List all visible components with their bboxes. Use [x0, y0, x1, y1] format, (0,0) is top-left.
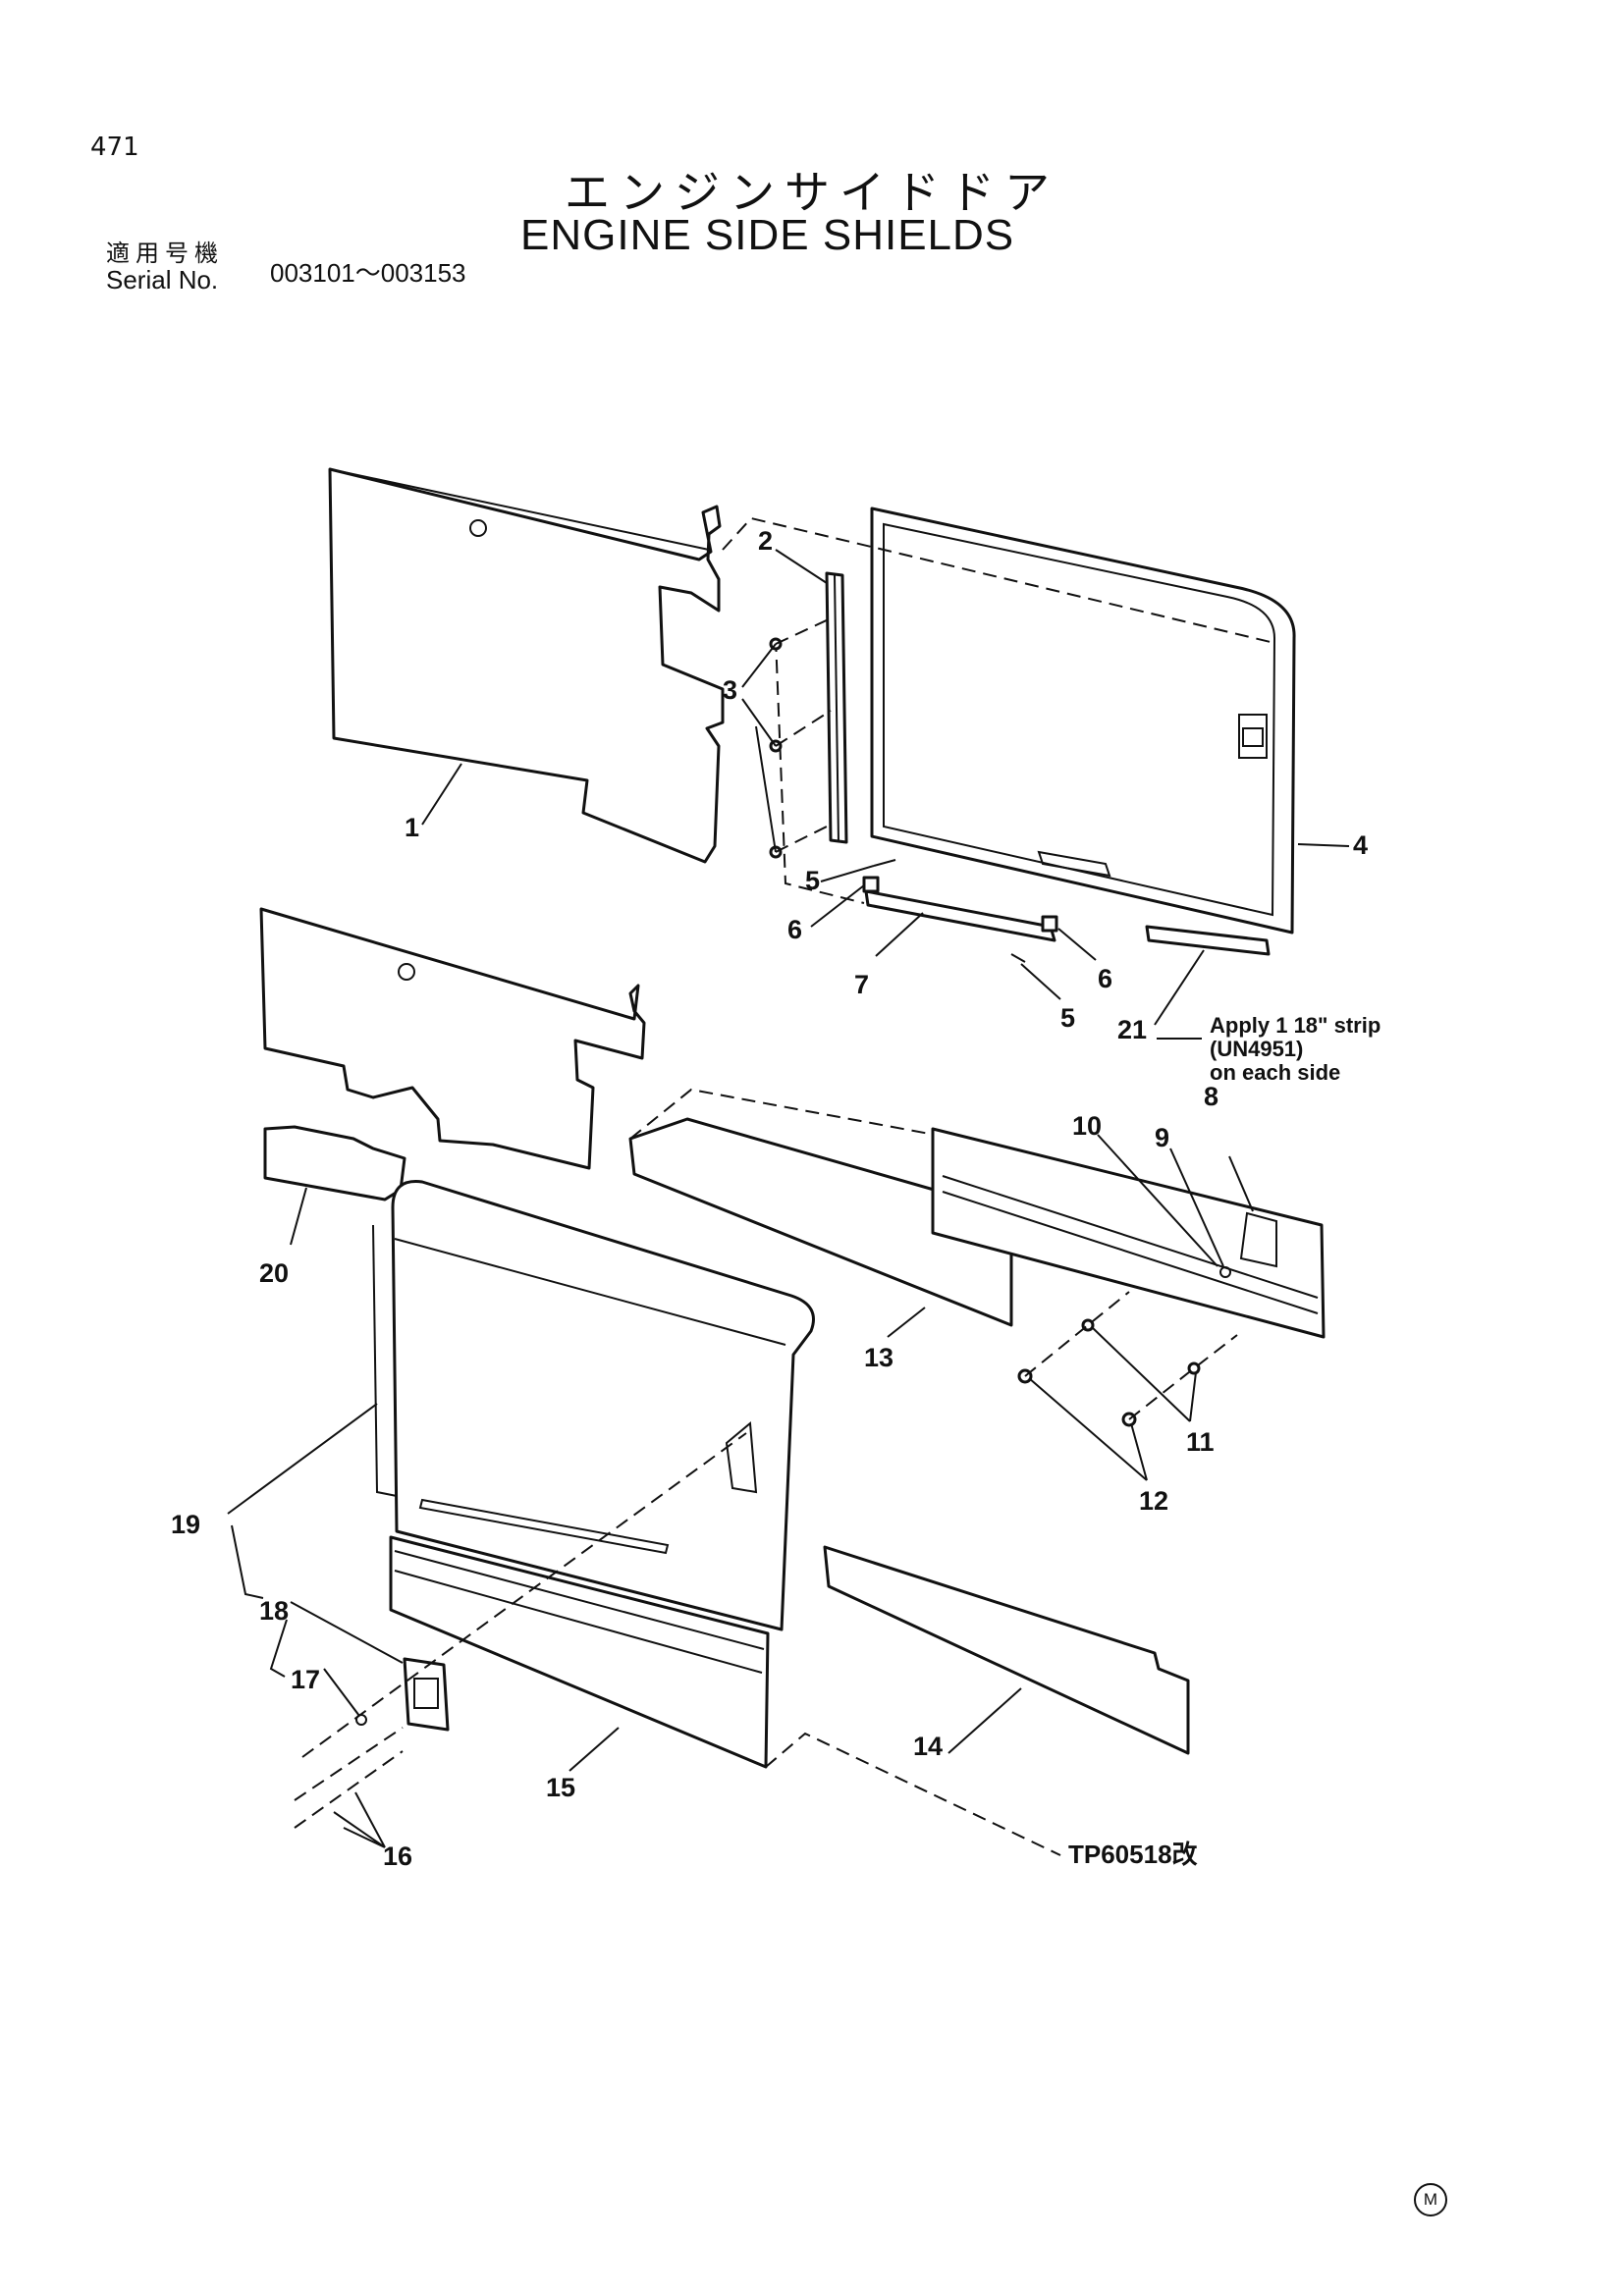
label-part-20: 20 [259, 1258, 289, 1288]
assembly-guide-line-4 [765, 1732, 1061, 1856]
assembly-guide-line-6 [294, 1727, 404, 1829]
label-part-17: 17 [291, 1665, 320, 1694]
label-part-8: 8 [1204, 1082, 1218, 1111]
bolt-guide-line [1024, 1291, 1238, 1420]
label-part-15: 15 [546, 1773, 575, 1802]
note-line-2: (UN4951) [1210, 1037, 1303, 1061]
assembly-guide-line-5 [301, 1432, 747, 1758]
assembly-guide-line-1 [722, 516, 1275, 644]
drawing-number: TP60518改 [1068, 1840, 1198, 1869]
label-part-11: 11 [1186, 1427, 1215, 1457]
leader-lines [227, 549, 1350, 1848]
label-part-7: 7 [854, 970, 869, 999]
serial-label-japanese: 適用号機 [106, 240, 224, 267]
label-part-3: 3 [723, 675, 737, 705]
part-5-pin [1010, 953, 1026, 963]
label-part-14: 14 [913, 1732, 943, 1761]
label-part-19: 19 [171, 1510, 200, 1539]
label-part-6a: 6 [787, 915, 802, 944]
serial-label: Serial No. [106, 265, 219, 294]
label-part-5a: 5 [805, 866, 820, 895]
note-line-3: on each side [1210, 1060, 1340, 1085]
label-part-10: 10 [1072, 1111, 1102, 1141]
title-japanese: エンジンサイドドア [565, 166, 1059, 219]
part-21-strip [1145, 925, 1271, 956]
label-part-13: 13 [864, 1343, 893, 1372]
label-part-6b: 6 [1098, 964, 1112, 993]
label-part-12: 12 [1139, 1486, 1168, 1516]
bolt-guide-line [775, 617, 832, 853]
part-19-lower-door [372, 1180, 815, 1631]
part-7-lower-bar [862, 876, 1058, 942]
label-part-9: 9 [1155, 1123, 1169, 1152]
label-part-21: 21 [1117, 1015, 1147, 1044]
part-18-handle [355, 1657, 450, 1732]
part-2-hinge-strip [825, 571, 848, 844]
part-5-pin [873, 859, 896, 867]
part-1-upper-panel [328, 467, 725, 864]
part-20-insulation-panel [259, 907, 646, 1201]
label-part-4: 4 [1353, 830, 1368, 860]
page-title: ENGINE SIDE SHIELDS [520, 211, 1015, 259]
note-line-1: Apply 1 18" strip [1210, 1013, 1380, 1038]
assembly-guide-line-2 [775, 637, 865, 904]
assembly-guide-line-3 [629, 1088, 936, 1140]
registered-mark: M [1414, 2183, 1447, 2216]
label-part-1: 1 [405, 813, 419, 842]
part-14-insulation [823, 1545, 1190, 1755]
part-4-upper-door [870, 507, 1296, 934]
label-part-5b: 5 [1060, 1003, 1075, 1033]
label-part-16: 16 [383, 1842, 412, 1871]
part-11-bolt [1187, 1362, 1201, 1375]
page-number: 471 [90, 133, 139, 162]
part-8-side-plate [931, 1127, 1326, 1339]
label-part-18: 18 [259, 1596, 289, 1626]
label-part-2: 2 [758, 526, 773, 556]
serial-range: 003101～003153 [270, 258, 466, 288]
